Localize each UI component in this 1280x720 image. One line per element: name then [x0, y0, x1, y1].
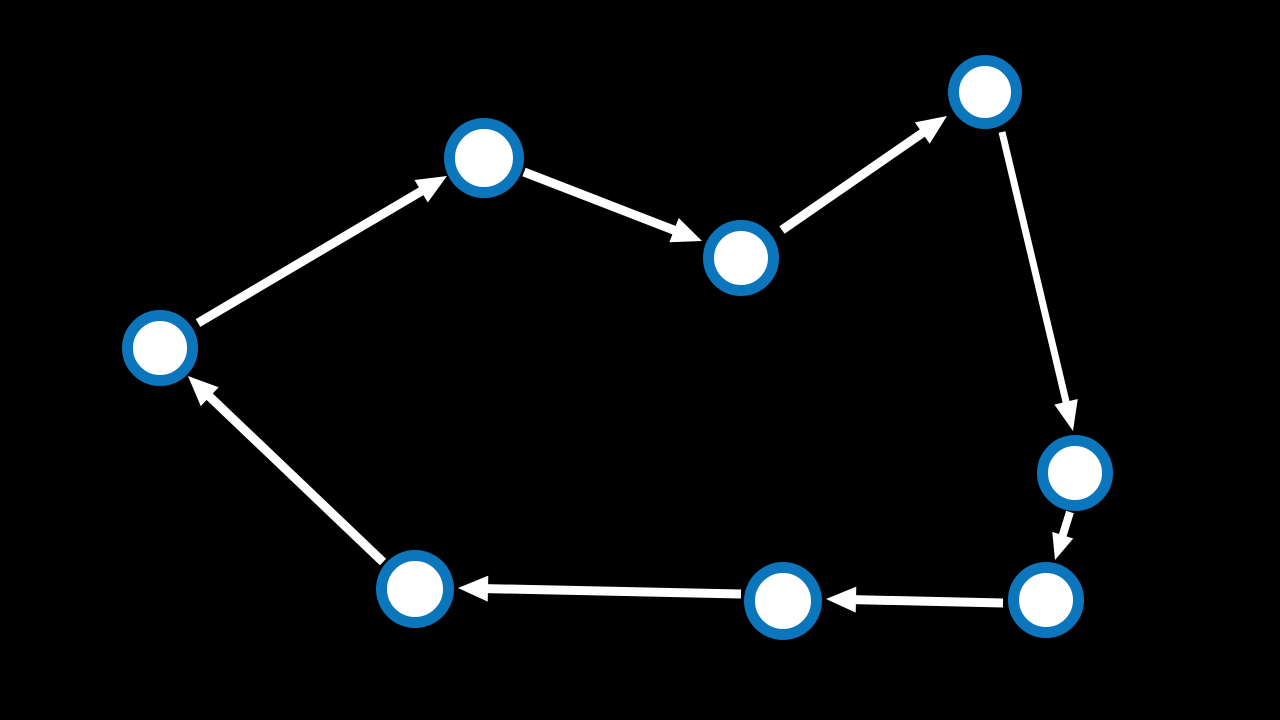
edge-n7-to-n8[interactable] — [458, 575, 742, 602]
node-n4[interactable] — [948, 55, 1022, 129]
arrowhead-icon — [914, 116, 947, 144]
edge-layer — [188, 116, 1078, 613]
edge-shaft — [522, 167, 678, 236]
node-layer — [122, 55, 1113, 640]
edge-shaft — [205, 392, 387, 566]
node-n3[interactable] — [703, 220, 779, 296]
edge-n1-to-n2[interactable] — [195, 176, 447, 327]
node-n5[interactable] — [1037, 435, 1113, 511]
edge-shaft — [853, 595, 1004, 608]
node-n1[interactable] — [122, 310, 198, 386]
edge-shaft — [195, 186, 426, 327]
arrowhead-icon — [1052, 531, 1074, 560]
node-circle — [1008, 562, 1084, 638]
node-circle — [376, 550, 454, 628]
edge-shaft — [998, 131, 1070, 405]
edge-n5-to-n6[interactable] — [1052, 510, 1074, 560]
node-circle — [703, 220, 779, 296]
node-circle — [122, 310, 198, 386]
arrowhead-icon — [458, 575, 489, 602]
arrowhead-icon — [188, 376, 219, 407]
edge-n8-to-n1[interactable] — [188, 376, 387, 566]
edge-n6-to-n7[interactable] — [826, 586, 1004, 613]
node-n6[interactable] — [1008, 562, 1084, 638]
node-n7[interactable] — [744, 562, 822, 640]
arrowhead-icon — [1054, 399, 1078, 431]
node-circle — [1037, 435, 1113, 511]
node-circle — [444, 118, 524, 198]
edge-n2-to-n3[interactable] — [522, 167, 702, 243]
arrowhead-icon — [669, 218, 702, 243]
arrowhead-icon — [414, 176, 447, 203]
edge-n4-to-n5[interactable] — [998, 131, 1078, 431]
node-circle — [744, 562, 822, 640]
edge-shaft — [779, 128, 927, 234]
edge-n3-to-n4[interactable] — [779, 116, 947, 234]
node-circle — [948, 55, 1022, 129]
node-n2[interactable] — [444, 118, 524, 198]
edge-shaft — [485, 584, 742, 599]
edge-shaft — [1058, 510, 1074, 539]
arrowhead-icon — [826, 586, 857, 613]
node-n8[interactable] — [376, 550, 454, 628]
